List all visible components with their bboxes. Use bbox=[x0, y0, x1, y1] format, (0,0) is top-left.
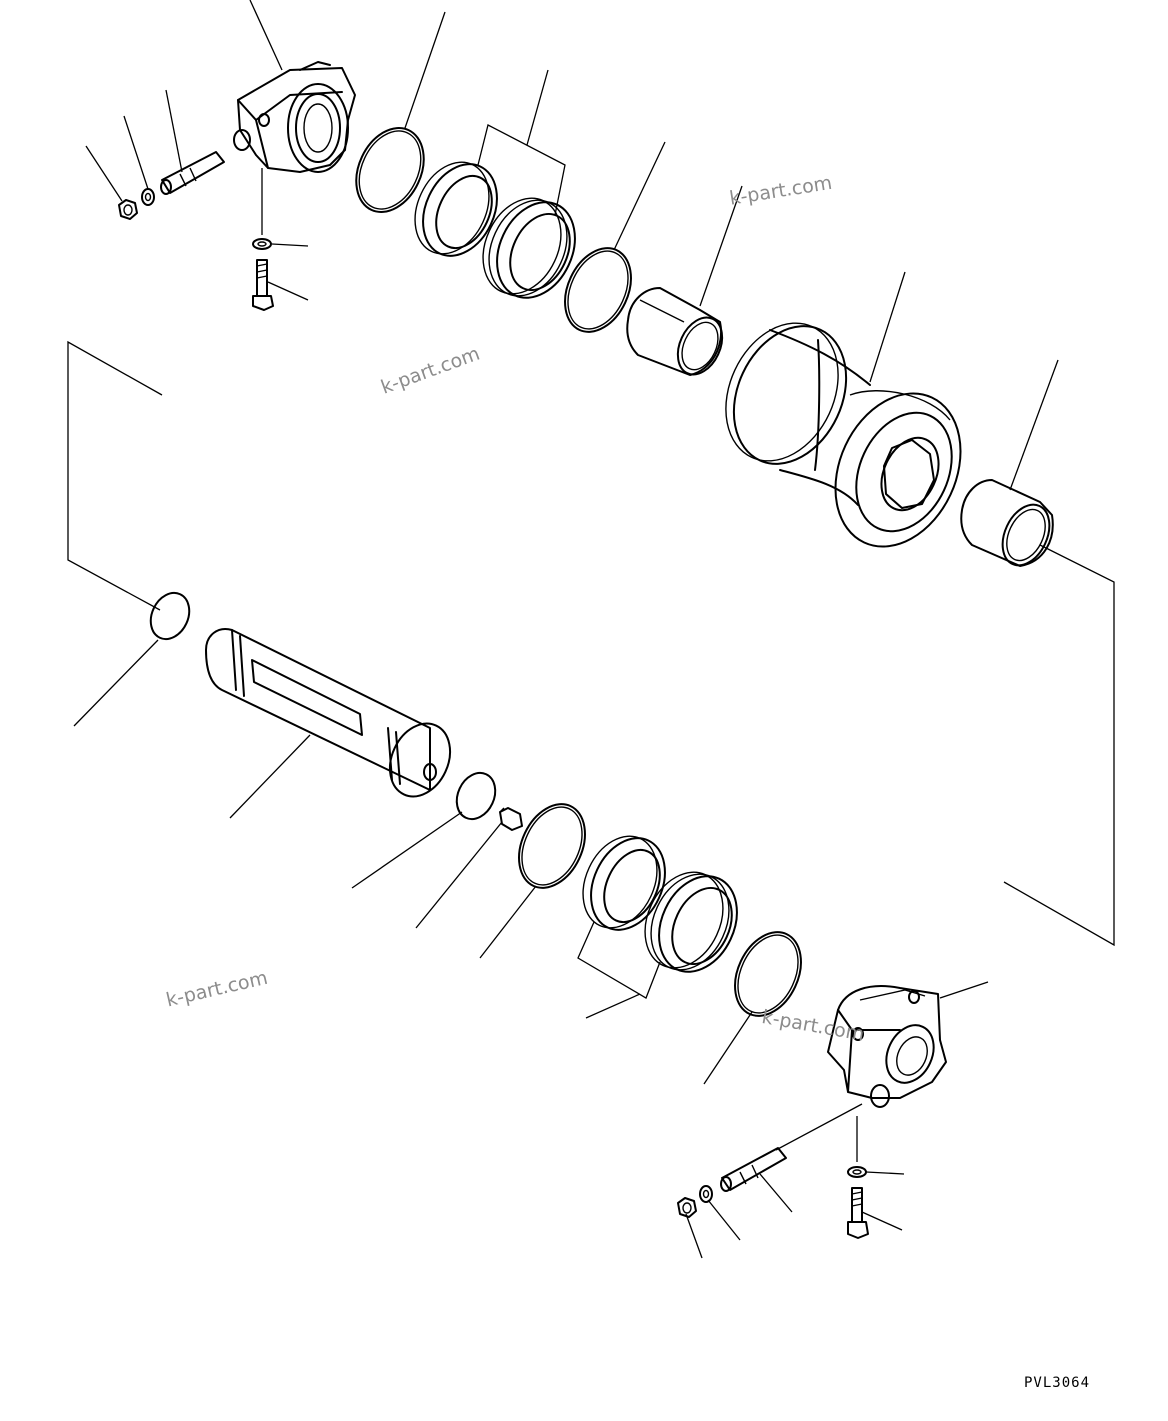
left-cap bbox=[149, 591, 191, 641]
roller-shaft bbox=[205, 628, 452, 798]
lower-floating-seal-b bbox=[644, 871, 738, 973]
upper-small-washer bbox=[252, 238, 272, 250]
lower-bolt bbox=[847, 1187, 869, 1239]
upper-collar-housing bbox=[233, 61, 356, 173]
upper-inner-o-ring bbox=[564, 247, 632, 333]
track-roller bbox=[725, 322, 962, 548]
upper-nut bbox=[118, 199, 138, 220]
upper-bolt bbox=[252, 259, 274, 311]
lower-nut bbox=[677, 1197, 697, 1218]
lower-inner-o-ring bbox=[734, 931, 802, 1017]
upper-pin bbox=[160, 151, 225, 195]
right-bushing bbox=[960, 479, 1054, 567]
plug bbox=[499, 807, 523, 831]
upper-o-ring bbox=[355, 127, 425, 213]
lower-o-ring bbox=[518, 803, 586, 889]
upper-floating-seal-b bbox=[482, 197, 576, 299]
lower-small-washer bbox=[847, 1166, 867, 1178]
upper-washer bbox=[141, 188, 155, 206]
upper-floating-seal-a bbox=[414, 161, 498, 257]
upper-bushing bbox=[626, 287, 724, 376]
lower-pin bbox=[720, 1147, 787, 1192]
right-cap bbox=[455, 771, 497, 821]
lower-floating-seal-a bbox=[582, 835, 666, 931]
drawing-code: PVL3064 bbox=[1024, 1375, 1091, 1391]
lower-washer bbox=[699, 1185, 713, 1203]
lower-collar-housing bbox=[827, 985, 947, 1108]
